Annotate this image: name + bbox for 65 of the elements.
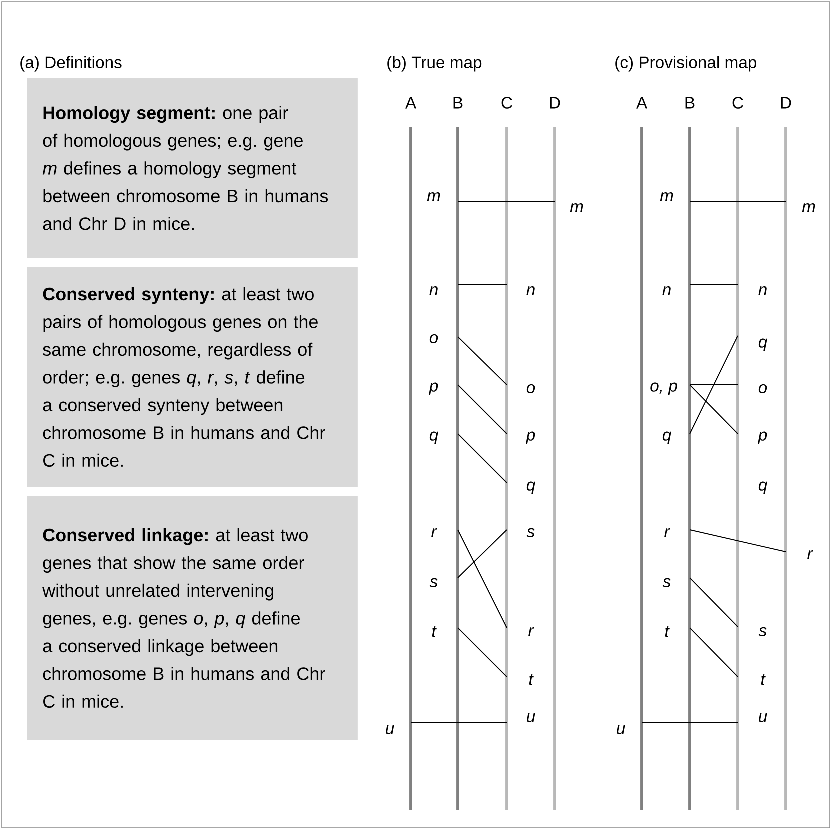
gene-label: u — [386, 726, 394, 734]
gene-label: o — [430, 334, 438, 344]
gene-label: n — [758, 286, 767, 296]
definition-box: Conserved linkage: at least two genes that show the same order without unrelated intervening genes, e.g. genes o, p, q define a conserved linkage between chromosome B in humans and Chr C in mice. — [27, 496, 358, 740]
gene-label: p — [428, 382, 438, 396]
gene-label: q — [430, 432, 439, 444]
gene-label: r — [432, 528, 438, 538]
homology-line — [690, 578, 738, 628]
homology-line — [458, 434, 508, 484]
gene-label: n — [662, 286, 671, 296]
definition-box: Conserved synteny: at least two pairs of homologous genes on the same chromosome, regardless of order; e.g. genes q, r, s, t define a conserved synteny between chromosome B in humans and Chr C in mice. — [27, 267, 358, 488]
homology-line — [458, 384, 508, 434]
gene-label: r — [664, 528, 670, 538]
gene-label: s — [526, 528, 535, 538]
gene-label: q — [758, 482, 768, 494]
gene-label: u — [759, 714, 768, 722]
chromosome-letter: C — [732, 97, 744, 109]
chromosome-letter: D — [550, 97, 560, 109]
chromosome-letter: B — [454, 97, 463, 109]
homology-line — [410, 722, 508, 724]
homology-line — [458, 530, 508, 578]
homology-line — [690, 530, 786, 552]
chromosome-letter: A — [406, 97, 417, 109]
chromosome-letter: C — [502, 97, 512, 109]
gene-label: q — [758, 338, 768, 352]
gene-label: o — [526, 384, 536, 394]
gene-label: p — [526, 432, 536, 444]
gene-label: u — [617, 726, 626, 734]
panel-title: (b) True map — [388, 56, 482, 72]
gene-label: r — [808, 550, 814, 560]
homology-line — [690, 628, 738, 678]
homology-line — [642, 722, 738, 724]
homology-line — [458, 530, 508, 628]
chromosome-letter: D — [781, 97, 792, 109]
gene-label: r — [528, 628, 534, 636]
panel-title: (c) Provisional map — [616, 56, 756, 72]
homology-line — [458, 284, 508, 286]
gene-label: m — [427, 192, 440, 202]
gene-label: s — [662, 578, 671, 588]
gene-label: u — [527, 714, 536, 722]
gene-label: o — [758, 384, 768, 394]
gene-label: n — [430, 286, 438, 296]
gene-label: s — [758, 627, 767, 637]
gene-label: m — [802, 204, 816, 212]
gene-label: o, p — [650, 382, 678, 396]
homology-line — [458, 628, 508, 678]
chromosome-letter: A — [636, 97, 648, 109]
gene-label: t — [761, 674, 766, 686]
definition-box: Homology segment: one pair of homologous genes; e.g. gene m defines a homology segment between chromosome B in humans and Chr D in mice. — [27, 78, 358, 258]
gene-label: p — [758, 432, 768, 444]
gene-label: m — [660, 192, 674, 202]
homology-line — [690, 384, 738, 434]
gene-label: q — [662, 432, 672, 444]
gene-label: t — [432, 626, 437, 638]
homology-line — [690, 284, 738, 286]
gene-label: q — [526, 482, 536, 494]
gene-label: t — [529, 674, 534, 686]
homology-line — [690, 336, 738, 434]
chromosome-letter: B — [686, 97, 695, 109]
gene-label: t — [665, 626, 670, 638]
gene-label: m — [570, 204, 584, 212]
homology-line — [458, 336, 508, 386]
gene-label: s — [430, 578, 438, 588]
homology-line — [690, 384, 738, 386]
gene-label: n — [526, 286, 535, 296]
